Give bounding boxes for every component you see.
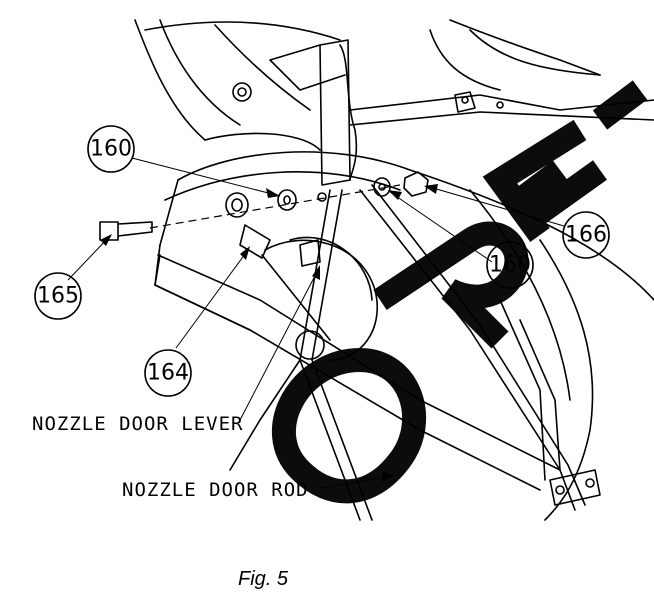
part-number-label: 165: [37, 284, 79, 309]
part-number-label: 166: [565, 223, 607, 248]
washer-160-right: [373, 177, 391, 197]
bolt-165: [99, 221, 153, 241]
washer-160-left: [277, 189, 297, 211]
nozzle-door-rod-label: NOZZLE DOOR ROD: [122, 479, 309, 501]
watermark-graphic: [271, 80, 648, 504]
bubble-164: 164: [144, 349, 192, 397]
bubble-165: 165: [34, 272, 82, 320]
part-number-label: 164: [147, 361, 189, 386]
bubble-160-left: 160: [87, 125, 135, 173]
housing-outline: [134, 19, 654, 521]
rod-end-164: [225, 192, 331, 341]
figure-caption: Fig. 5: [238, 568, 289, 590]
assembly-axis-dashed: [149, 184, 401, 229]
leader-lines: [67, 157, 565, 489]
part-number-label: 160: [90, 137, 132, 162]
lever-bolt: [299, 192, 327, 267]
nozzle-door-lever-label: NOZZLE DOOR LEVER: [32, 413, 243, 435]
bubble-166: 166: [562, 211, 610, 259]
nut-166: [403, 171, 429, 197]
